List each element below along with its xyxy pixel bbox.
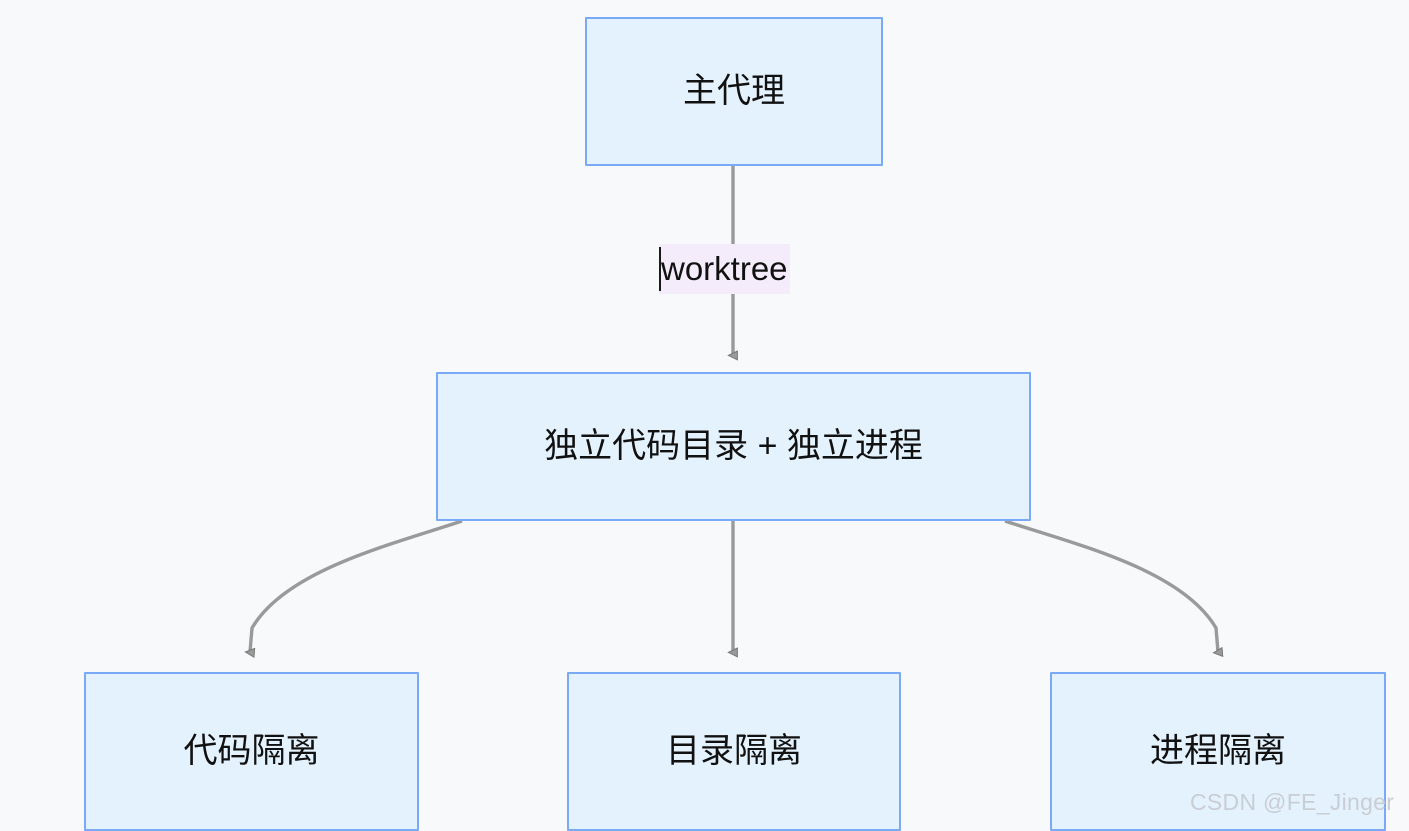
csdn-watermark: CSDN @FE_Jinger xyxy=(1190,789,1395,815)
node-main-agent[interactable]: 主代理 xyxy=(585,17,883,166)
text-caret-icon xyxy=(659,247,661,291)
node-process-isolation[interactable]: 进程隔离 xyxy=(1050,672,1386,831)
edge-worktree-to-proc-isolation xyxy=(1004,519,1218,652)
edge-label-worktree[interactable]: worktree xyxy=(659,244,790,294)
node-code-isolation[interactable]: 代码隔离 xyxy=(84,672,419,831)
node-independent-dir-and-process[interactable]: 独立代码目录 + 独立进程 xyxy=(436,372,1031,521)
edge-worktree-to-code-isolation xyxy=(250,519,463,652)
node-directory-isolation[interactable]: 目录隔离 xyxy=(567,672,901,831)
